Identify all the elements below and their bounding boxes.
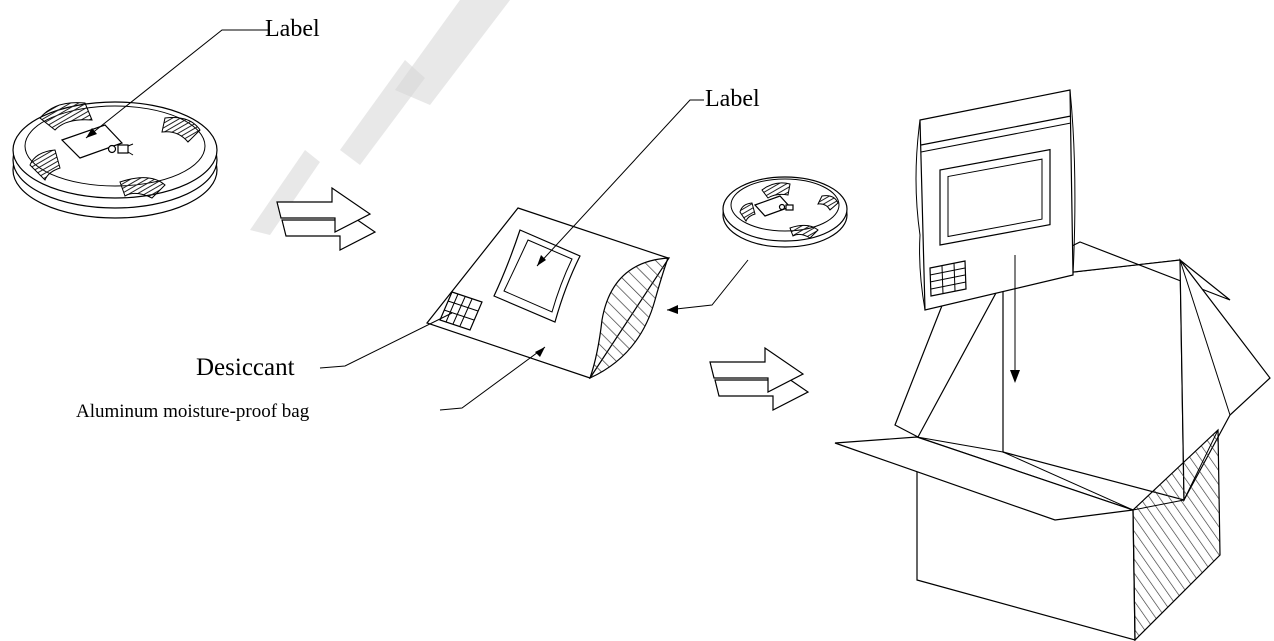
sealed-bag-desiccant-icon [929, 260, 967, 297]
arrow-1-icon [276, 186, 377, 251]
reel-hub-icon [107, 143, 134, 156]
carton-box [834, 241, 1271, 641]
large-reel [12, 101, 218, 219]
sealed-bag [915, 89, 1076, 311]
bag-label-leader [536, 99, 704, 267]
watermark [250, 0, 510, 235]
arrow-2-icon [709, 346, 810, 411]
reel-label-text: Label [265, 16, 320, 42]
small-reel [722, 176, 848, 248]
bag-label-text: Label [705, 86, 760, 112]
reel-label-leader [85, 29, 268, 139]
desiccant-text: Desiccant [196, 354, 295, 381]
bag-text-leader [439, 346, 546, 411]
desiccant-leader [319, 312, 453, 369]
aluminum-bag [426, 207, 671, 380]
bag-text: Aluminum moisture-proof bag [76, 401, 310, 422]
desiccant-icon [439, 291, 483, 331]
reel-into-bag-leader [666, 259, 749, 311]
